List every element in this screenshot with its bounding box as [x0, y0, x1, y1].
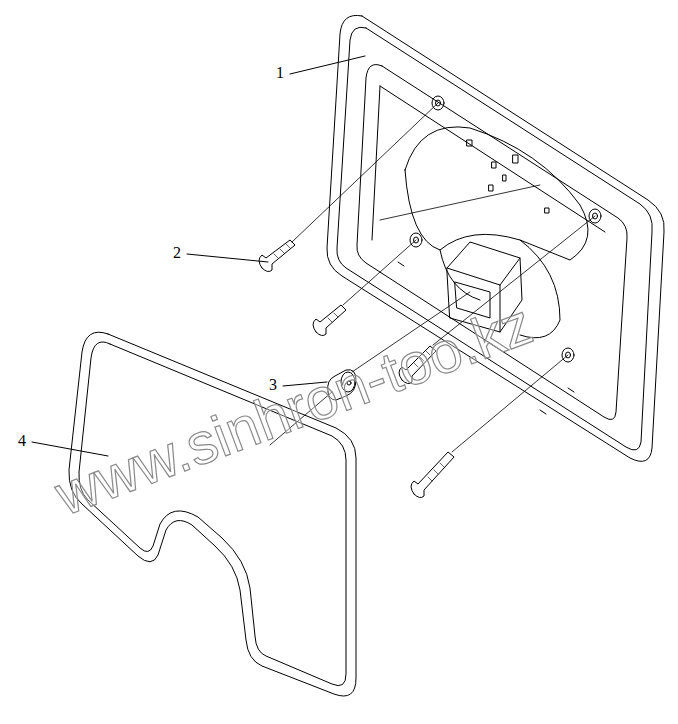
callout-number: 2 [173, 245, 181, 261]
callout-number: 1 [276, 65, 284, 81]
watermark: www.sinhron-too.kz [48, 294, 539, 524]
callout-number: 4 [18, 433, 26, 449]
dome-slots [467, 140, 549, 213]
dome [405, 127, 588, 260]
